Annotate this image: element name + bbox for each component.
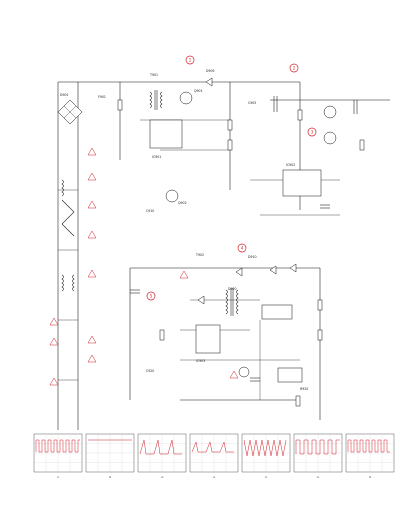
svg-text:①: ①	[57, 476, 60, 479]
svg-text:IC902: IC902	[286, 163, 295, 167]
svg-text:IC903: IC903	[196, 359, 205, 363]
marker-1: 1	[185, 55, 195, 65]
warning-triangles	[49, 147, 239, 386]
svg-text:D901: D901	[60, 93, 69, 97]
transformer-t902	[225, 288, 239, 316]
svg-text:⑥: ⑥	[317, 476, 320, 479]
marker-5: 5	[146, 291, 156, 301]
svg-text:T902: T902	[195, 253, 204, 257]
svg-text:③: ③	[161, 476, 164, 479]
inductors	[61, 179, 75, 292]
svg-text:4: 4	[241, 246, 244, 251]
scope-7: ⑦	[345, 433, 395, 479]
svg-text:5: 5	[150, 294, 153, 299]
svg-text:D905: D905	[206, 69, 215, 73]
power-rails	[57, 81, 390, 430]
scope-6: ⑥	[293, 433, 343, 479]
svg-text:D920: D920	[228, 287, 237, 291]
svg-text:②: ②	[109, 476, 112, 479]
transistors	[165, 91, 337, 378]
svg-text:C910: C910	[146, 209, 154, 213]
ic-blocks	[149, 119, 322, 383]
component-labels: D901 F901 T901 IC901 Q901 D905 C905 T902…	[60, 69, 308, 391]
svg-text:⑦: ⑦	[369, 476, 372, 479]
transformer-t901	[149, 90, 163, 110]
svg-text:C905: C905	[248, 101, 256, 105]
svg-text:④: ④	[213, 476, 216, 479]
svg-text:1: 1	[189, 58, 192, 63]
marker-2: 2	[289, 63, 299, 73]
svg-text:C920: C920	[146, 369, 154, 373]
svg-text:3: 3	[311, 130, 314, 135]
diodes	[197, 77, 297, 305]
circle-markers: 1 2 3 4 5	[146, 55, 317, 301]
scope-3: ③	[137, 433, 187, 479]
svg-text:T901: T901	[149, 73, 158, 77]
scope-1: ①	[33, 433, 83, 479]
scope-2: ②	[85, 433, 135, 479]
svg-text:IC901: IC901	[152, 155, 161, 159]
bridge-rectifier	[57, 99, 83, 125]
waveform-strip: ① ② ③ ④ ⑤ ⑥	[33, 433, 395, 479]
svg-text:F901: F901	[98, 95, 106, 99]
svg-text:D910: D910	[248, 255, 257, 259]
marker-3: 3	[307, 127, 317, 137]
passive-components	[117, 96, 365, 407]
svg-text:⑤: ⑤	[265, 476, 268, 479]
svg-text:R920: R920	[300, 387, 308, 391]
svg-text:2: 2	[293, 66, 296, 71]
scope-5: ⑤	[241, 433, 291, 479]
scope-4: ④	[189, 433, 239, 479]
svg-text:Q902: Q902	[178, 201, 187, 205]
svg-text:Q901: Q901	[194, 89, 203, 93]
marker-4: 4	[237, 243, 247, 253]
